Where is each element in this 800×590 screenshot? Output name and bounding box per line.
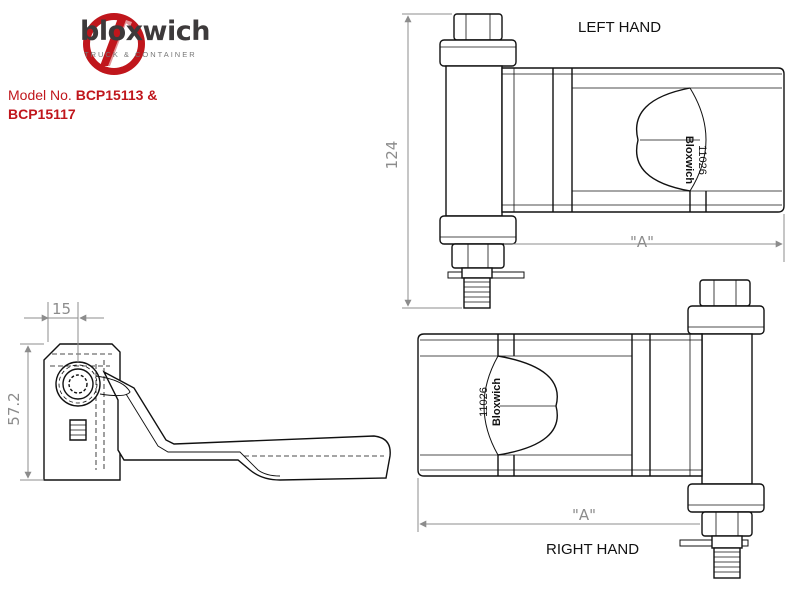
side-view-hinge (43, 343, 391, 481)
left-hand-hinge (439, 13, 785, 309)
dim-a-bottom: "A" (572, 506, 597, 524)
model-number-line1: BCP15113 & (75, 87, 158, 103)
right-stamp-text: Bloxwich (491, 377, 503, 427)
left-hinge-stamp: 11026 Bloxwich (682, 130, 708, 190)
left-stamp-text: Bloxwich (683, 135, 695, 185)
right-part-number: 11026 (478, 387, 490, 417)
right-hand-dimensions (417, 478, 700, 532)
left-hand-label: LEFT HAND (578, 19, 662, 36)
brand-name: bloxwich (80, 16, 210, 47)
side-view-dimensions (20, 302, 104, 481)
model-number-line2: BCP15117 (8, 106, 76, 122)
right-hinge-stamp: 11026 Bloxwich (478, 372, 504, 432)
right-hand-hinge (417, 279, 765, 579)
left-hand-dimensions (402, 13, 785, 309)
dim-height: 124 (383, 140, 401, 170)
dim-a-top: "A" (630, 233, 655, 251)
right-hand-label: RIGHT HAND (546, 541, 640, 558)
bloxwich-logo-icon (83, 13, 145, 75)
dim-side-height: 57.2 (5, 392, 23, 426)
model-label: Model No. (8, 87, 72, 103)
dim-side-offset: 15 (52, 300, 72, 318)
model-number: Model No. BCP15113 & BCP15117 (8, 86, 157, 124)
brand-tagline: TRUCK & CONTAINER (84, 50, 197, 59)
left-part-number: 11026 (696, 145, 708, 175)
